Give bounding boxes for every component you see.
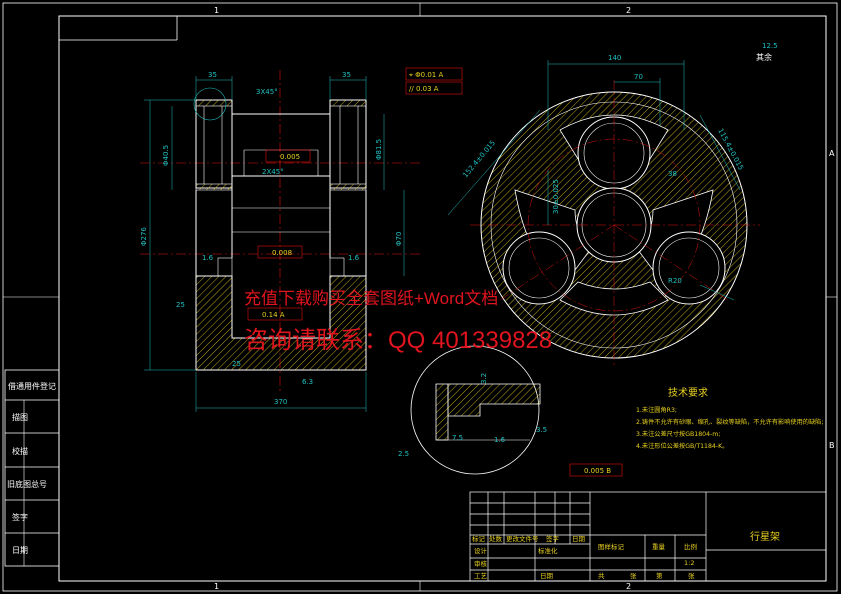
rough-1-6-b: 1.6 [348,254,360,262]
watermark-line-2: 咨询请联系：QQ 401339828 [244,327,553,354]
tb-pattern: 图样标记 [598,542,625,551]
dim-r20: R20 [668,277,682,285]
left-register-table: 借通用件登记 描图 校描 旧底图总号 签字 日期 [4,369,60,567]
plan-view: 140 70 152.4±0.015 115.4±0.015 30±0.025 … [447,42,778,368]
gdt-flat-2: 0.008 [272,249,292,257]
tech-2: 2.铸件不允许有砂眼、缩孔、裂纹等缺陷，不允许有影响使用的缺陷; [636,418,823,426]
gdt-runout: 0.14 A [262,311,285,319]
rough-note: 其余 [756,52,772,62]
dim-25-right: 25 [232,360,241,368]
gdt-frames: ⌖ Φ0.01 A // 0.03 A 0.005 0.008 0.14 A 0… [247,67,623,477]
dim-phi55: Φ40.5 [162,145,170,166]
dim-phi81: Φ81.5 [375,139,383,160]
gdt-flat-1: 0.005 [280,153,300,161]
title-block [469,491,827,582]
reg-2: 描图 [12,412,28,422]
tb-scale-label: 比例 [684,542,697,551]
rough-6-3: 6.3 [302,378,313,386]
reg-1: 借通用件登记 [8,381,56,391]
tb-no: 第 [656,571,663,580]
tb-count: 处数 [489,534,503,543]
dim-35-right: 35 [342,71,351,79]
tech-3: 3.未注公差尺寸按GB1804-m; [636,430,720,438]
tb-mark: 标记 [472,534,486,543]
gdt-datum-b: 0.005 B [584,467,611,475]
section-dim-text: 35 35 3X45° 2X45° Φ276 Φ40.5 Φ81.5 Φ70 2… [140,71,403,406]
dim-phi276: Φ276 [140,227,148,246]
tb-scale: 1:2 [684,559,694,567]
dim-140: 140 [608,54,621,62]
tb-review: 审核 [474,559,488,568]
tech-4: 4.未注形位公差按GB/T1184-K。 [636,442,728,450]
tech-requirements: 技术要求 1.未注圆角R3; 2.铸件不允许有砂眼、缩孔、裂纹等缺陷，不允许有影… [636,386,823,450]
dim-r38: 38 [668,170,677,178]
tech-1: 1.未注圆角R3; [636,406,677,414]
zone-b: B [829,441,835,450]
tb-sign: 签字 [546,534,560,543]
rough-12-5: 12.5 [762,42,778,50]
zone-2-bottom: 2 [626,582,631,591]
reg-6: 日期 [12,546,28,555]
tb-process: 工艺 [474,572,488,580]
tb-part-name: 行星架 [750,530,780,543]
det-7-5: 7.5 [452,434,463,442]
section-dimensions [144,76,405,412]
dim-35-left: 35 [208,71,217,79]
dim-phi70: Φ70 [395,232,403,246]
det-3-5: 3.5 [536,426,547,434]
tb-date2: 日期 [540,572,554,580]
dim-370: 370 [274,398,287,406]
dim-h1: 30±0.025 [552,179,560,214]
det-rough-3-2: 3.2 [480,373,488,384]
gdt-position: ⌖ Φ0.01 A [409,71,443,79]
dim-70: 70 [634,73,643,81]
reg-3: 校描 [12,446,28,456]
title-block-text: 标记 处数 更改文件号 签字 日期 设计 标准化 审核 工艺 日期 图样标记 重… [472,530,780,580]
zone-a: A [829,149,835,158]
dim-chamfer-top: 3X45° [256,88,278,96]
zone-2-top: 2 [626,6,631,15]
zone-1-bottom: 1 [214,582,219,591]
det-2-5: 2.5 [398,450,409,458]
tb-sheet: 张 [630,571,637,580]
tb-file: 更改文件号 [506,534,539,543]
detail-view: 7.5 3.5 1.6 2.5 3.2 [398,345,547,475]
rough-1-6-a: 1.6 [202,254,214,262]
tb-weight: 重量 [652,543,666,551]
dim-chamfer-mid: 2X45° [262,168,284,176]
watermark-line-1: 充值下载购买全套图纸+Word文档 [244,289,499,308]
det-1-6: 1.6 [494,436,506,444]
reg-4: 旧底图总号 [7,479,47,489]
dim-25-left: 25 [176,301,185,309]
tech-title: 技术要求 [668,386,708,399]
tb-std: 标准化 [538,546,558,555]
tb-design: 设计 [474,546,488,555]
tb-sheet2: 张 [688,571,695,580]
tb-date: 日期 [572,535,586,543]
tb-total: 共 [598,571,605,580]
reg-5: 签字 [12,512,28,522]
zone-1-top: 1 [214,6,219,15]
gdt-parallel: // 0.03 A [409,85,439,93]
